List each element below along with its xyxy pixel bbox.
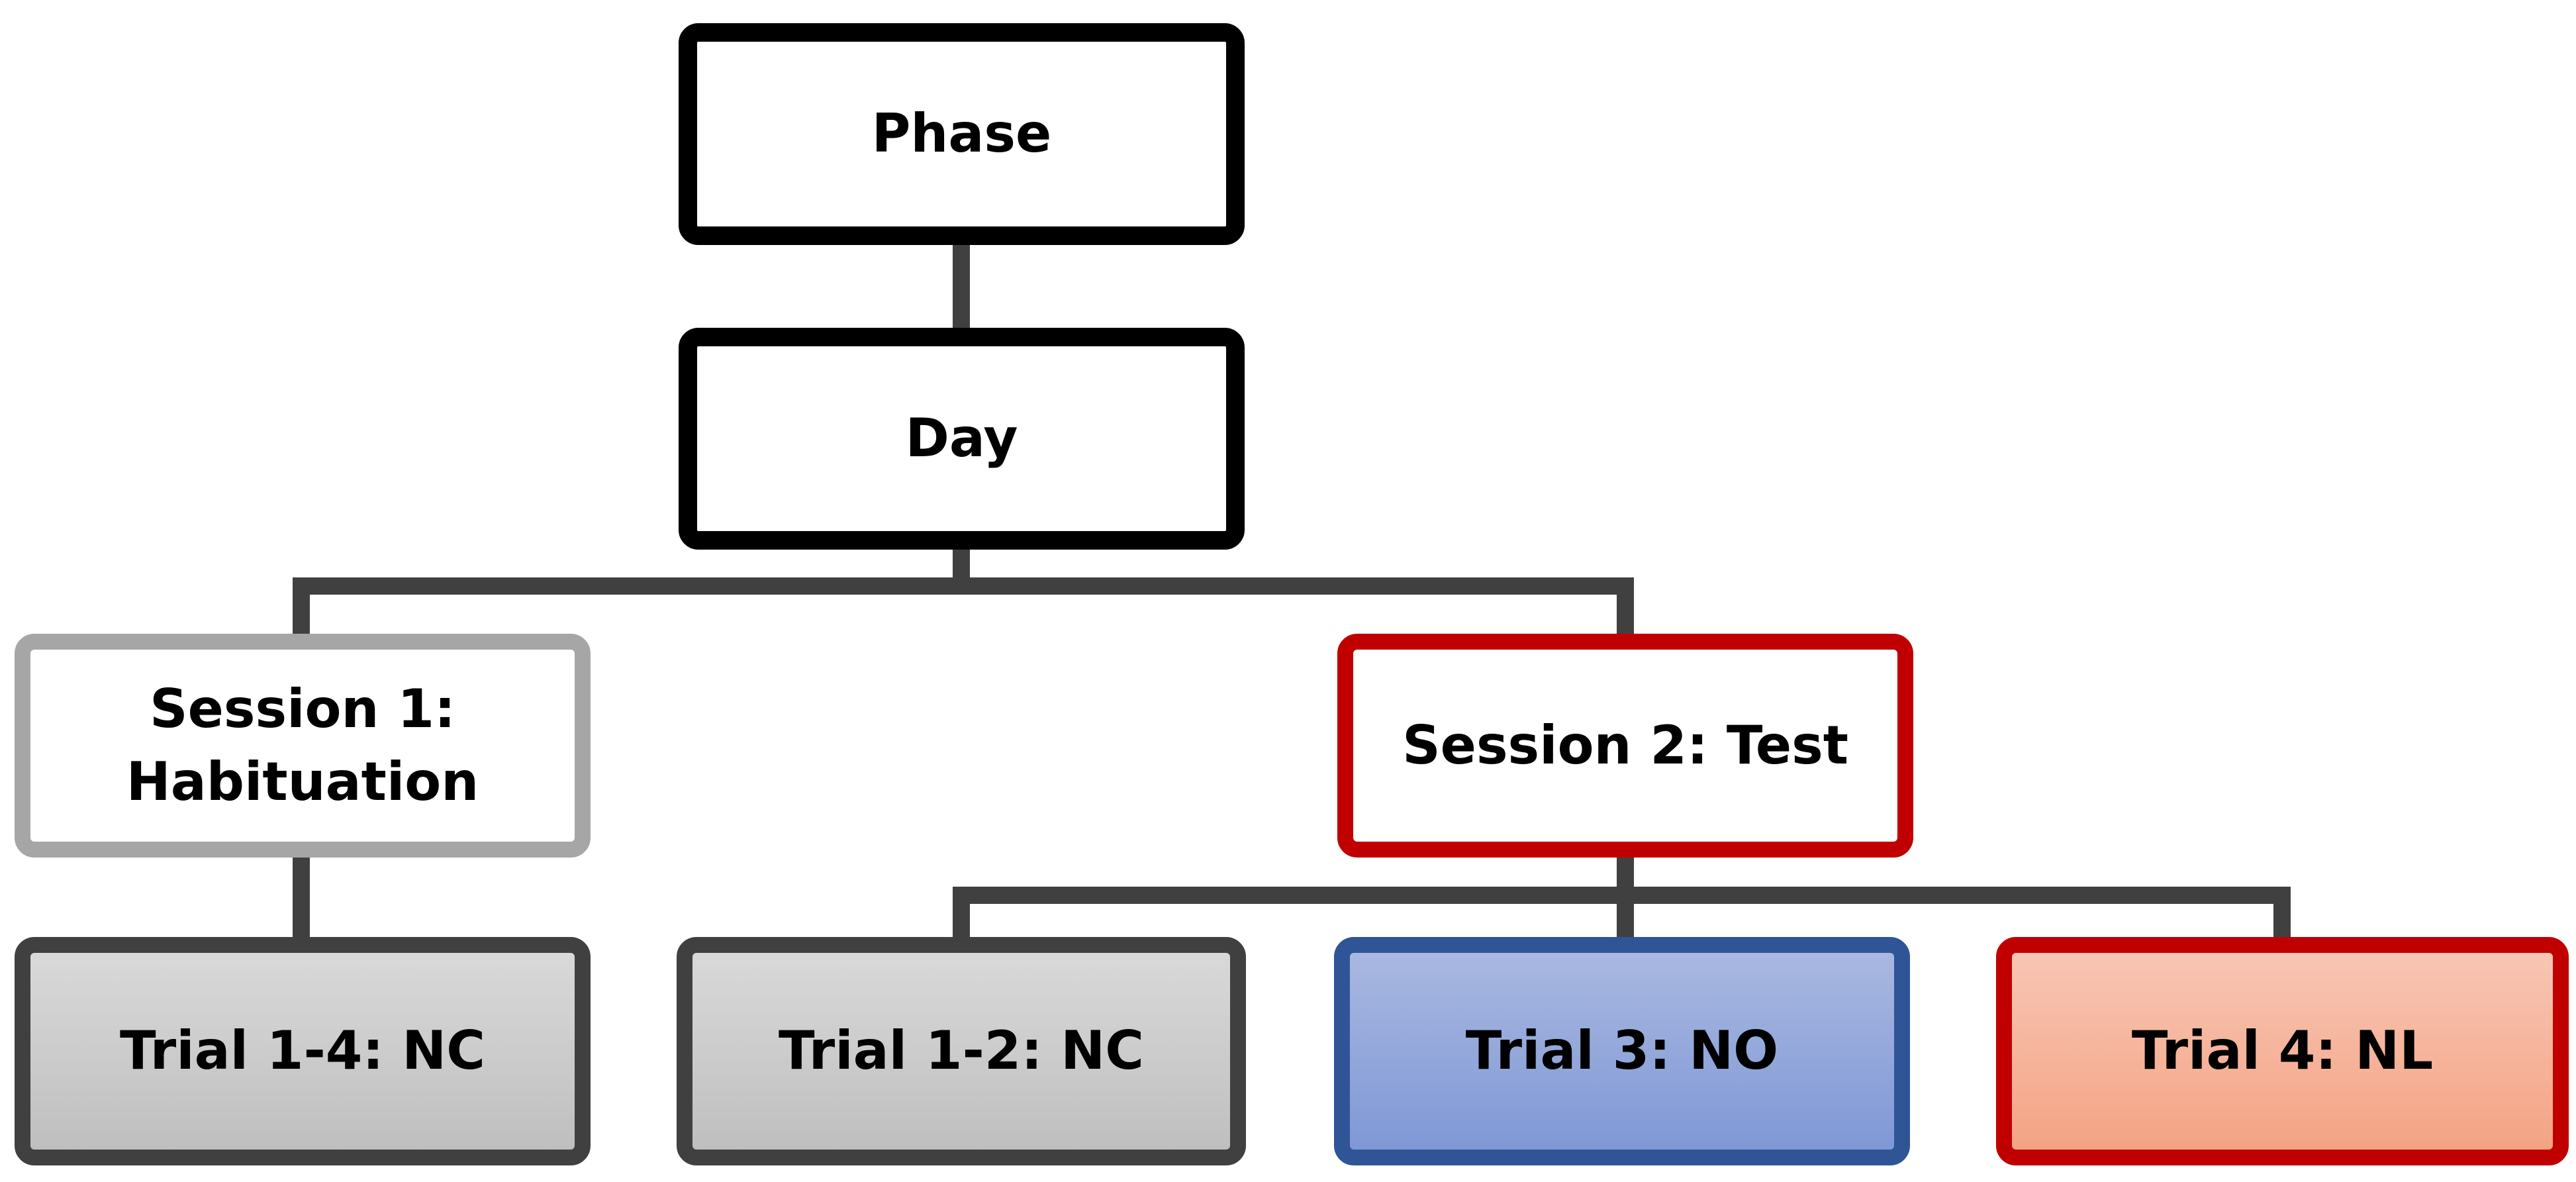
phase-label: Phase: [871, 103, 1052, 165]
connector-day-sessions: [293, 577, 1634, 634]
session-1-node: Session 1: Habituation: [15, 634, 591, 858]
trial-3-label: Trial 3: NO: [1465, 1020, 1779, 1082]
day-node: Day: [679, 328, 1245, 550]
trial-1-2-node: Trial 1-2: NC: [677, 937, 1246, 1165]
trial-4-label: Trial 4: NL: [2131, 1020, 2434, 1082]
trial-4-node: Trial 4: NL: [1996, 937, 2569, 1165]
phase-node: Phase: [679, 23, 1245, 245]
trial-1-4-label: Trial 1-4: NC: [120, 1020, 485, 1082]
day-label: Day: [905, 407, 1018, 469]
trial-3-node: Trial 3: NO: [1334, 937, 1910, 1165]
connector-session2-trials: [953, 887, 2291, 937]
session-2-label: Session 2: Test: [1402, 714, 1848, 776]
trial-1-4-node: Trial 1-4: NC: [15, 937, 591, 1165]
session-1-label: Session 1: Habituation: [126, 677, 479, 813]
session-2-node: Session 2: Test: [1337, 634, 1913, 858]
trial-1-2-label: Trial 1-2: NC: [779, 1020, 1144, 1082]
